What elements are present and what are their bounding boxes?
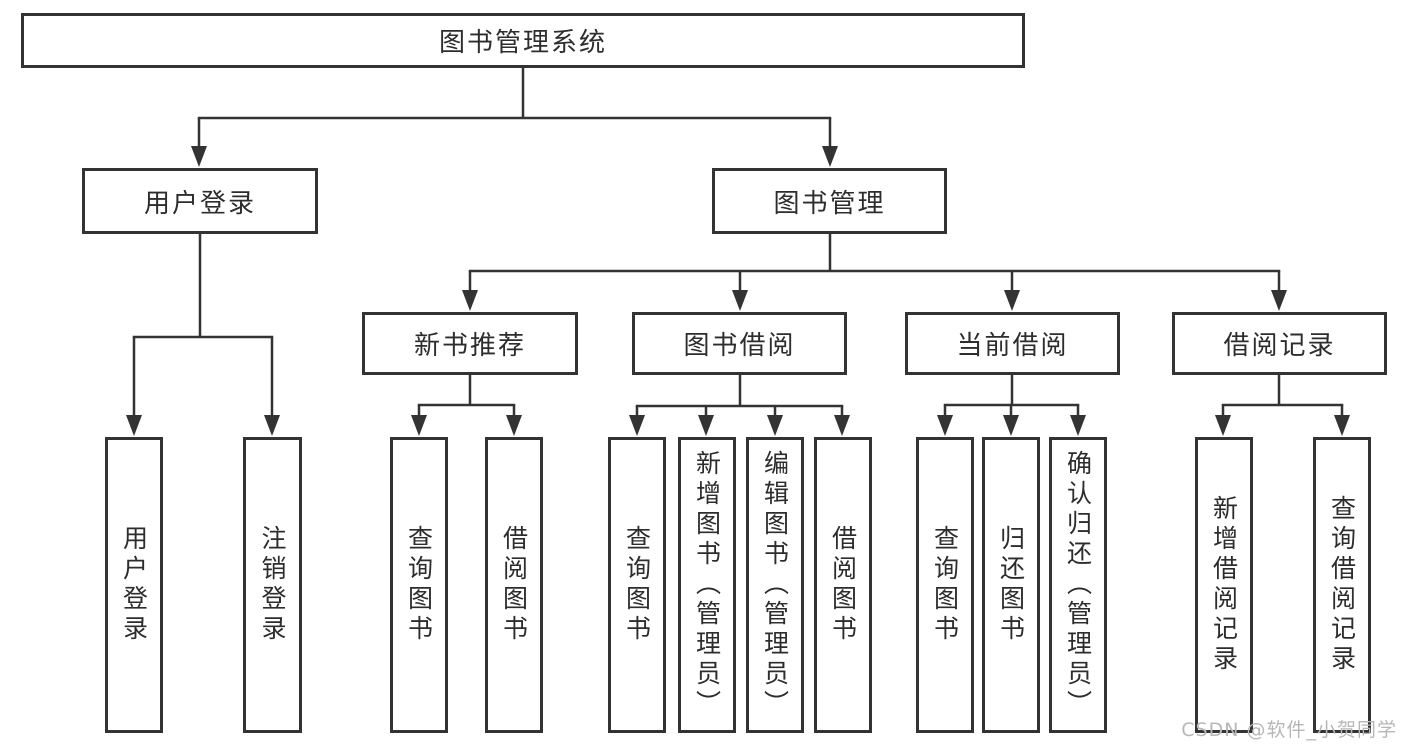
node-label: 当前借阅 (956, 331, 1069, 361)
node-label: 图书借阅 (683, 331, 796, 361)
node-borrowing-records: 借阅记录 (1172, 312, 1387, 375)
node-label: 新增借阅记录 (1209, 495, 1239, 675)
leaf-borrow-books-1: 借阅图书 (485, 437, 543, 733)
node-label: 查询图书 (622, 525, 652, 645)
leaf-add-book-admin: 新增图书（管理员） (678, 437, 736, 733)
node-book-management: 图书管理 (712, 168, 947, 234)
node-label: 用户登录 (143, 188, 256, 219)
node-label: 编辑图书（管理员） (760, 450, 790, 720)
node-current-borrowing: 当前借阅 (905, 312, 1120, 375)
leaf-return-book: 归还图书 (982, 437, 1040, 733)
node-label: 新增图书（管理员） (692, 450, 722, 720)
node-new-book-recommend: 新书推荐 (362, 312, 578, 375)
node-label: 注销登录 (258, 525, 287, 645)
leaf-query-books-2: 查询图书 (608, 437, 666, 733)
node-label: 归还图书 (996, 525, 1026, 645)
node-label: 新书推荐 (413, 331, 526, 361)
node-label: 用户登录 (119, 525, 149, 645)
leaf-borrow-books-2: 借阅图书 (814, 437, 872, 733)
node-label: 借阅图书 (828, 525, 858, 645)
node-label: 图书管理系统 (438, 28, 607, 58)
leaf-add-borrow-record: 新增借阅记录 (1195, 437, 1253, 733)
leaf-query-books-3: 查询图书 (916, 437, 974, 733)
arrowheads (126, 146, 1350, 436)
csdn-watermark: CSDN @软件_小贺同学 (1181, 719, 1397, 741)
node-label: 图书管理 (773, 188, 886, 219)
node-label: 确认归还（管理员） (1063, 450, 1093, 720)
node-label: 借阅图书 (499, 525, 529, 645)
leaf-query-books-1: 查询图书 (390, 437, 448, 733)
leaf-confirm-return-admin: 确认归还（管理员） (1049, 437, 1107, 733)
node-label: 查询借阅记录 (1327, 495, 1357, 675)
leaf-user-login: 用户登录 (105, 437, 163, 733)
leaf-query-borrow-record: 查询借阅记录 (1313, 437, 1371, 733)
node-user-login: 用户登录 (82, 168, 318, 234)
node-label: 查询图书 (930, 525, 960, 645)
node-label: 查询图书 (404, 525, 434, 645)
leaf-edit-book-admin: 编辑图书（管理员） (746, 437, 804, 733)
node-library-management-system: 图书管理系统 (21, 13, 1025, 68)
node-label: 借阅记录 (1223, 331, 1336, 361)
leaf-logout: 注销登录 (243, 437, 302, 733)
node-book-borrowing: 图书借阅 (632, 312, 847, 375)
